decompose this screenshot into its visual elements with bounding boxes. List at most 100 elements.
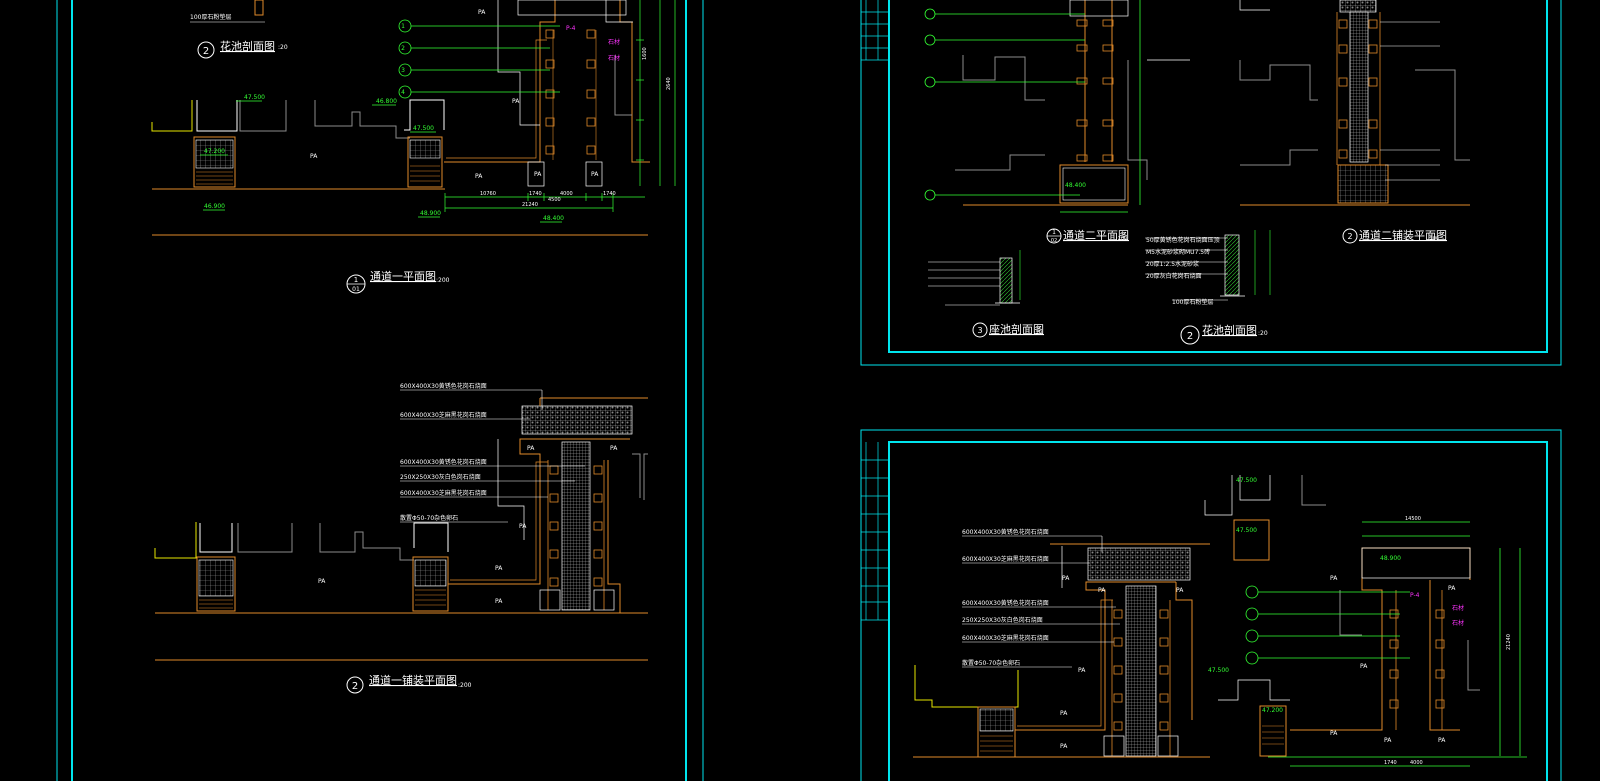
dimension-label: 4000 — [1410, 760, 1423, 766]
dimension-label: 14500 — [1405, 516, 1421, 522]
section-note: 20厚灰白花岗石烧面 — [1146, 272, 1202, 280]
drawing-title: 通道一铺装平面图 — [369, 673, 457, 687]
title-number: 2 — [1187, 331, 1193, 342]
title-number: 2 — [1347, 232, 1352, 241]
right-bottom-drawing — [913, 475, 1527, 767]
area-label-pa: PA — [495, 565, 503, 572]
material-tag: 石材 — [608, 38, 620, 46]
drawing-scale: :20 — [1258, 330, 1268, 337]
area-label-pa: PA — [591, 171, 599, 178]
area-label-pa: PA — [318, 578, 326, 585]
title-number: 2 — [352, 681, 358, 692]
area-label-pa: PA — [512, 98, 520, 105]
right-bottom-labels: 600X400X30黄锈色花岗石烧面 600X400X30芝麻黑花岗石烧面 60… — [962, 477, 1512, 766]
paving-note: 600X400X30芝麻黑花岗石烧面 — [962, 555, 1049, 563]
paving-note: 600X400X30芝麻黑花岗石烧面 — [400, 489, 487, 497]
elevation-label: 46.800 — [376, 98, 397, 105]
paving-note: 250X250X30灰白色岗石烧面 — [400, 473, 481, 481]
area-label-pa: PA — [610, 445, 618, 452]
dimension-label: 1740 — [1384, 760, 1397, 766]
drawing-title: 花池剖面图 — [1202, 323, 1257, 337]
paving-note: 600X400X30黄锈色花岗石烧面 — [962, 528, 1049, 536]
area-label-pa: PA — [1330, 575, 1338, 582]
paving-note: 散置Φ50-70杂色卵石 — [962, 659, 1020, 667]
paving-note: 250X250X30灰白色岗石烧面 — [962, 616, 1043, 624]
dimension-label: 10760 — [480, 191, 496, 197]
paving-note: 600X400X30黄锈色花岗石烧面 — [962, 599, 1049, 607]
area-label-pa: PA — [1384, 737, 1392, 744]
area-label-pa: PA — [519, 523, 527, 530]
left-plan2-drawing — [154, 389, 648, 661]
elevation-label: 47.500 — [1236, 477, 1257, 484]
area-label-pa: PA — [1062, 575, 1070, 582]
material-tag: P-4 — [566, 25, 576, 32]
area-label-pa: PA — [478, 9, 486, 16]
drawing-scale: :200 — [436, 277, 450, 284]
left-plan2-notes: 600X400X30黄锈色花岗石烧面 600X400X30芝麻黑花岗石烧面 60… — [318, 382, 618, 605]
left-plan2-title: 2 通道一铺装平面图 :200 — [346, 673, 472, 694]
material-tag: 石材 — [1452, 619, 1464, 627]
area-label-pa: PA — [1176, 587, 1184, 594]
left-plan1-title: 1 01 通道一平面图 :200 — [346, 269, 450, 294]
elevation-label: 48.900 — [420, 210, 441, 217]
area-label-pa: PA — [527, 445, 535, 452]
material-tag: 石材 — [608, 54, 620, 62]
paving-note: 600X400X30芝麻黑花岗石烧面 — [962, 634, 1049, 642]
elevation-label: 46.900 — [204, 203, 225, 210]
drawing-title: 花池剖面图 — [220, 39, 275, 53]
right-top-labels: 48.400 50厚黄锈色花岗石烧面压顶 M5水泥砂浆砌MU7.5砖 20厚1:… — [972, 182, 1447, 345]
stone-note: 100厚石粉垫层 — [1172, 298, 1213, 306]
elevation-label: 48.400 — [1065, 182, 1086, 189]
title-number-top: 1 — [354, 276, 358, 284]
elevation-label: 47.500 — [413, 125, 434, 132]
drawing-scale: :200 — [1116, 236, 1127, 242]
axis-label: 2 — [401, 45, 405, 52]
area-label-pa: PA — [1448, 585, 1456, 592]
dimension-label: 4000 — [560, 191, 573, 197]
paving-note: 600X400X30黄锈色花岗石烧面 — [400, 382, 487, 390]
area-label-pa: PA — [495, 598, 503, 605]
drawing-title: 通道二平面图 — [1063, 228, 1129, 242]
section-note: 20厚1:2.5水泥砂浆 — [1146, 260, 1199, 268]
drawing-title: 座池剖面图 — [989, 322, 1044, 336]
elevation-label: 47.500 — [244, 94, 265, 101]
drawing-scale: :20 — [278, 44, 288, 51]
elevation-label: 47.500 — [1208, 667, 1229, 674]
elevation-label: 48.400 — [543, 215, 564, 222]
left-plan1-drawing: 100厚石粉垫层 — [151, 0, 676, 236]
right-top-plan-drawing — [924, 0, 1470, 306]
elevation-label: 47.200 — [1262, 707, 1283, 714]
area-label-pa: PA — [1330, 730, 1338, 737]
axis-label: 4 — [401, 89, 405, 96]
stone-note-left: 100厚石粉垫层 — [190, 13, 231, 21]
area-label-pa: PA — [534, 171, 542, 178]
drawing-scale: :200 — [1428, 236, 1439, 242]
title-number: 2 — [203, 46, 209, 57]
axis-label: 1 — [401, 23, 405, 30]
dimension-label: 1740 — [603, 191, 616, 197]
title-number-top: 1 — [1052, 229, 1056, 236]
drawing-scale: :200 — [458, 682, 472, 689]
dimension-label: 21240 — [522, 202, 538, 208]
dimension-label: 1740 — [529, 191, 542, 197]
area-label-pa: PA — [1078, 667, 1086, 674]
drawing-title: 通道一平面图 — [370, 269, 436, 283]
left-section-title: 2 花池剖面图 :20 — [197, 39, 288, 59]
dimension-label: 4500 — [548, 197, 561, 203]
dimension-label: 1600 — [642, 47, 648, 60]
left-plan1-labels: 47.500 47.200 46.800 47.500 46.900 48.90… — [204, 9, 672, 222]
drawing-scale: :20 — [1034, 330, 1042, 336]
dimension-label: 2640 — [666, 77, 672, 90]
title-number: 3 — [977, 326, 982, 335]
area-label-pa: PA — [310, 153, 318, 160]
title-number-bottom: 02 — [1051, 238, 1057, 244]
dimension-label: 21240 — [1506, 634, 1512, 650]
axis-label: 3 — [401, 67, 405, 74]
elevation-label: 48.900 — [1380, 555, 1401, 562]
area-label-pa: PA — [1360, 663, 1368, 670]
elevation-label: 47.200 — [204, 148, 225, 155]
material-tag: P-4 — [1410, 592, 1420, 599]
section-note: 50厚黄锈色花岗石烧面压顶 — [1146, 236, 1220, 244]
material-tag: 石材 — [1452, 604, 1464, 612]
